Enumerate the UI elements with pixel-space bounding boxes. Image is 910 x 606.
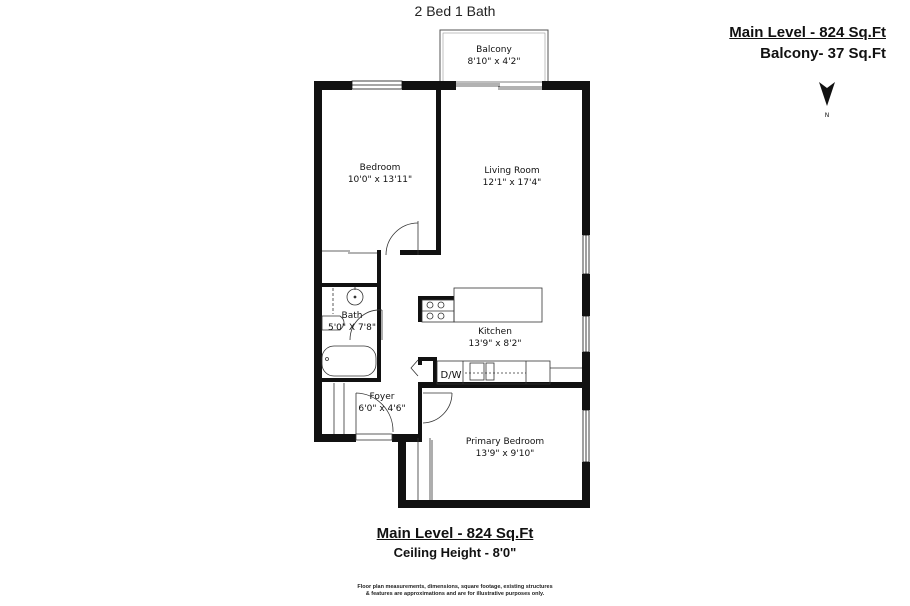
- bedroom-door: [385, 221, 419, 256]
- disclaimer: Floor plan measurements, dimensions, squ…: [0, 584, 910, 598]
- disclaimer-line-2: & features are approximations and are fo…: [365, 591, 545, 597]
- bedroom-closet-door: [322, 250, 377, 254]
- footer-main-level: Main Level - 824 Sq.Ft: [376, 525, 534, 542]
- bath-dimensions: 5'0" X 7'8": [328, 323, 376, 333]
- bedroom-dimensions: 10'0" x 13'11": [348, 175, 412, 185]
- living-room-dimensions: 12'1" x 17'4": [483, 178, 542, 188]
- primary-bedroom-fixtures: [417, 392, 453, 500]
- dishwasher-label: D/W: [441, 370, 462, 381]
- bath-fixtures: [321, 287, 383, 377]
- windows: [351, 80, 590, 463]
- primary-bedroom-label: Primary Bedroom: [466, 437, 544, 447]
- ceiling-height: Ceiling Height - 8'0": [393, 545, 517, 560]
- balcony-sliding-door: [456, 83, 542, 90]
- exterior-walls: [314, 81, 590, 508]
- living-room-label: Living Room: [484, 166, 539, 176]
- balcony-area: Balcony- 37 Sq.Ft: [760, 45, 886, 62]
- interior-walls: [318, 85, 588, 436]
- balcony: [439, 29, 549, 83]
- main-level-area: Main Level - 824 Sq.Ft: [729, 24, 886, 41]
- primary-bedroom-dimensions: 13'9" x 9'10": [476, 449, 535, 459]
- foyer-fixtures: [333, 359, 419, 441]
- plan-footer: Main Level - 824 Sq.Ft Ceiling Height - …: [0, 525, 910, 560]
- balcony-label: Balcony: [476, 45, 512, 55]
- balcony-dimensions: 8'10" x 4'2": [468, 57, 521, 67]
- foyer-dimensions: 6'0" x 4'6": [358, 404, 405, 414]
- kitchen-dimensions: 13'9" x 8'2": [469, 339, 522, 349]
- area-summary: Main Level - 824 Sq.Ft Balcony- 37 Sq.Ft: [729, 24, 886, 62]
- north-label: N: [825, 112, 830, 119]
- north-arrow-icon: N: [819, 82, 835, 119]
- plan-title: 2 Bed 1 Bath: [414, 3, 496, 19]
- kitchen-fixtures: [421, 287, 582, 385]
- foyer-label: Foyer: [370, 392, 395, 402]
- bedroom-label: Bedroom: [360, 163, 401, 173]
- kitchen-label: Kitchen: [478, 327, 512, 337]
- disclaimer-line-1: Floor plan measurements, dimensions, squ…: [357, 584, 553, 590]
- bath-label: Bath: [342, 311, 363, 321]
